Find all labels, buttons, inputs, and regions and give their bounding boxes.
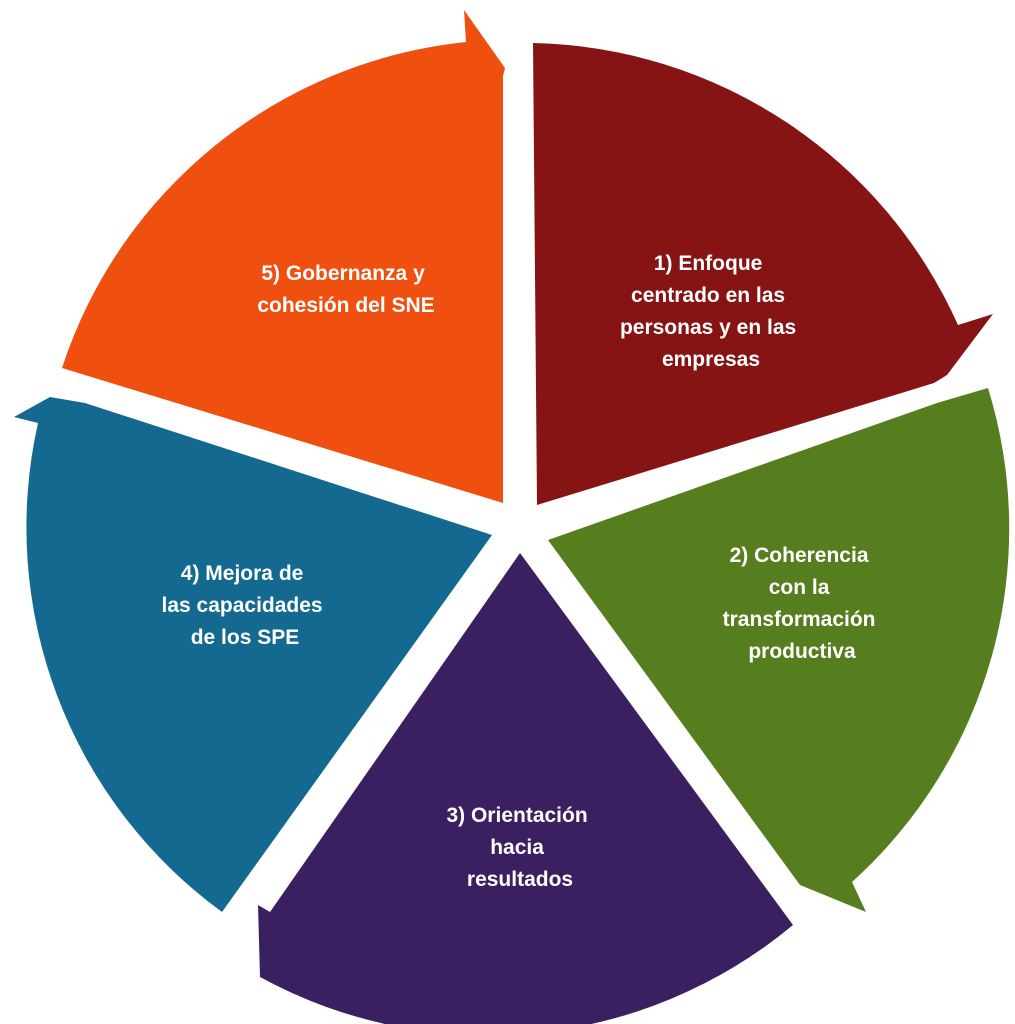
segment-2-label: 2) Coherencia con la transformación prod…	[723, 544, 882, 663]
segment-4-label: 4) Mejora de las capacidades de los SPE	[162, 562, 329, 649]
segment-5-label-line: cohesión del SNE	[257, 294, 434, 317]
segment-2-label-line: con la	[769, 576, 830, 599]
segment-3: 3) Orientación hacia resultados	[258, 553, 793, 1024]
segment-5-label: 5) Gobernanza y cohesión del SNE	[257, 262, 434, 317]
segment-4: 4) Mejora de las capacidades de los SPE	[14, 397, 492, 912]
segment-3-label-line: 3) Orientación	[446, 804, 587, 827]
segment-1: 1) Enfoque centrado en las personas y en…	[533, 43, 993, 505]
segment-1-label-line: personas y en las	[620, 316, 796, 339]
segment-1-label-line: empresas	[662, 348, 760, 371]
segment-1-label-line: 1) Enfoque	[654, 252, 763, 275]
segment-3-label-line: hacia	[490, 836, 544, 859]
segment-4-shape	[14, 397, 492, 912]
segment-3-label: 3) Orientación hacia resultados	[446, 804, 593, 891]
segment-2-label-line: 2) Coherencia	[730, 544, 869, 567]
segment-1-shape	[533, 43, 993, 505]
segment-4-label-line: de los SPE	[191, 626, 300, 649]
segment-4-label-line: las capacidades	[162, 594, 323, 617]
segment-1-label-line: centrado en las	[631, 284, 785, 307]
segment-3-shape	[258, 553, 793, 1024]
segment-5: 5) Gobernanza y cohesión del SNE	[62, 10, 505, 503]
segment-2-label-line: productiva	[748, 640, 856, 663]
segment-5-label-line: 5) Gobernanza y	[261, 262, 425, 285]
segment-1-label: 1) Enfoque centrado en las personas y en…	[620, 252, 802, 371]
segment-2-shape	[548, 388, 1010, 912]
segment-3-label-line: resultados	[467, 868, 573, 891]
segment-2-label-line: transformación	[723, 608, 876, 631]
segment-4-label-line: 4) Mejora de	[181, 562, 304, 585]
segment-5-shape	[62, 10, 505, 503]
segment-2: 2) Coherencia con la transformación prod…	[548, 388, 1010, 912]
